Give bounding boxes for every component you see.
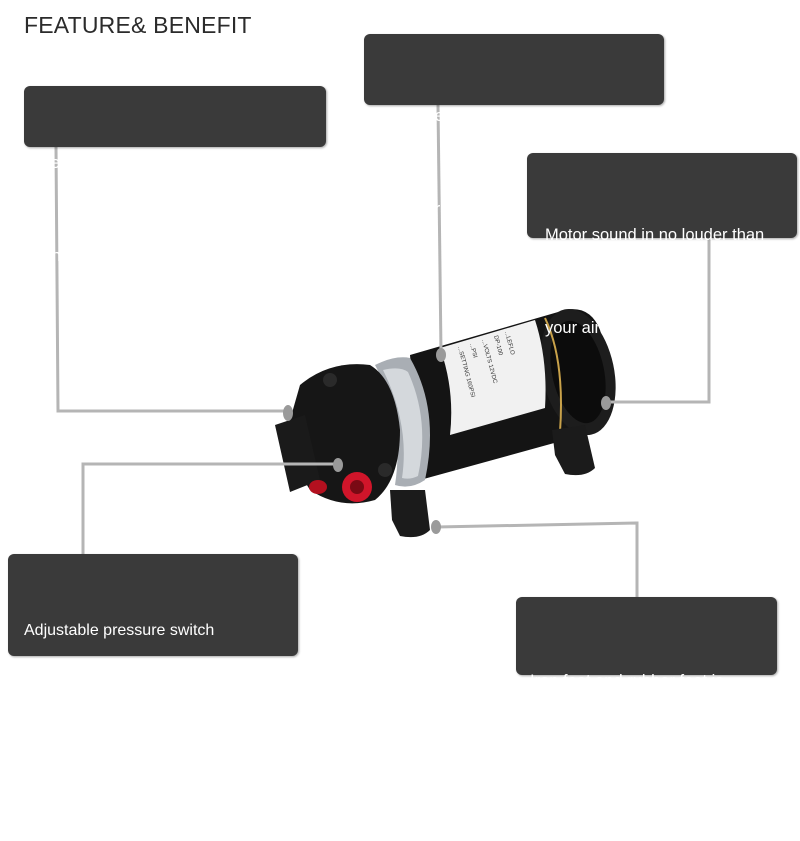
callout-feet: Iron feet and rubber feet is avilable [516,597,777,783]
callout-line: Motor sound in no louder than [545,226,765,244]
page-title: FEATURE& BENEFIT [24,12,252,38]
callout-line: fittings allow connection to any outlet [26,247,300,265]
callout-line: Iron feet and rubber feet is [530,672,724,690]
callout-dot [601,396,611,410]
callout-reliable-performance: It provides reliable performance in mode… [364,34,664,218]
callout-pressure-switch: Adjustable pressure switch from 60-160PS… [8,554,298,807]
product-label: ...LEFLO DP-100 ...VOLTS 12VDC ...PSI ..… [440,320,546,435]
outlet-fitting [309,472,372,502]
leader-line-threaded [54,146,287,413]
callout-dot [431,520,441,534]
label-line: ...PSI [468,343,478,359]
label-line: DP-100 [492,335,503,357]
callout-line: Adjustable pressure switch [24,622,215,639]
leader-line-performance [436,104,443,354]
callout-line: avilable [530,765,591,783]
leader-lines [54,104,711,597]
leader-line-motor [607,238,711,404]
callout-dot [283,405,293,421]
callout-motor-sound: Motor sound in no louder than your air c… [527,153,797,337]
leader-line-feet [436,521,639,597]
callout-dot [436,348,446,362]
leader-line-pressure [81,462,338,554]
pump-illustration: ...LEFLO DP-100 ...VOLTS 12VDC ...PSI ..… [275,308,616,538]
pump-head [275,364,400,504]
callout-dot [333,458,343,472]
mounting-feet [390,425,595,538]
callout-line: It provides reliable performance [376,107,608,125]
callout-threaded-connections: Threaded connections with multiple fitti… [24,86,326,265]
callout-line: from 60-160PSI for OEM [24,706,205,723]
callout-line: your air conditioningt [545,319,698,337]
callout-line: Threaded connections with multiple [26,154,290,172]
callout-line: when needed [24,790,129,807]
